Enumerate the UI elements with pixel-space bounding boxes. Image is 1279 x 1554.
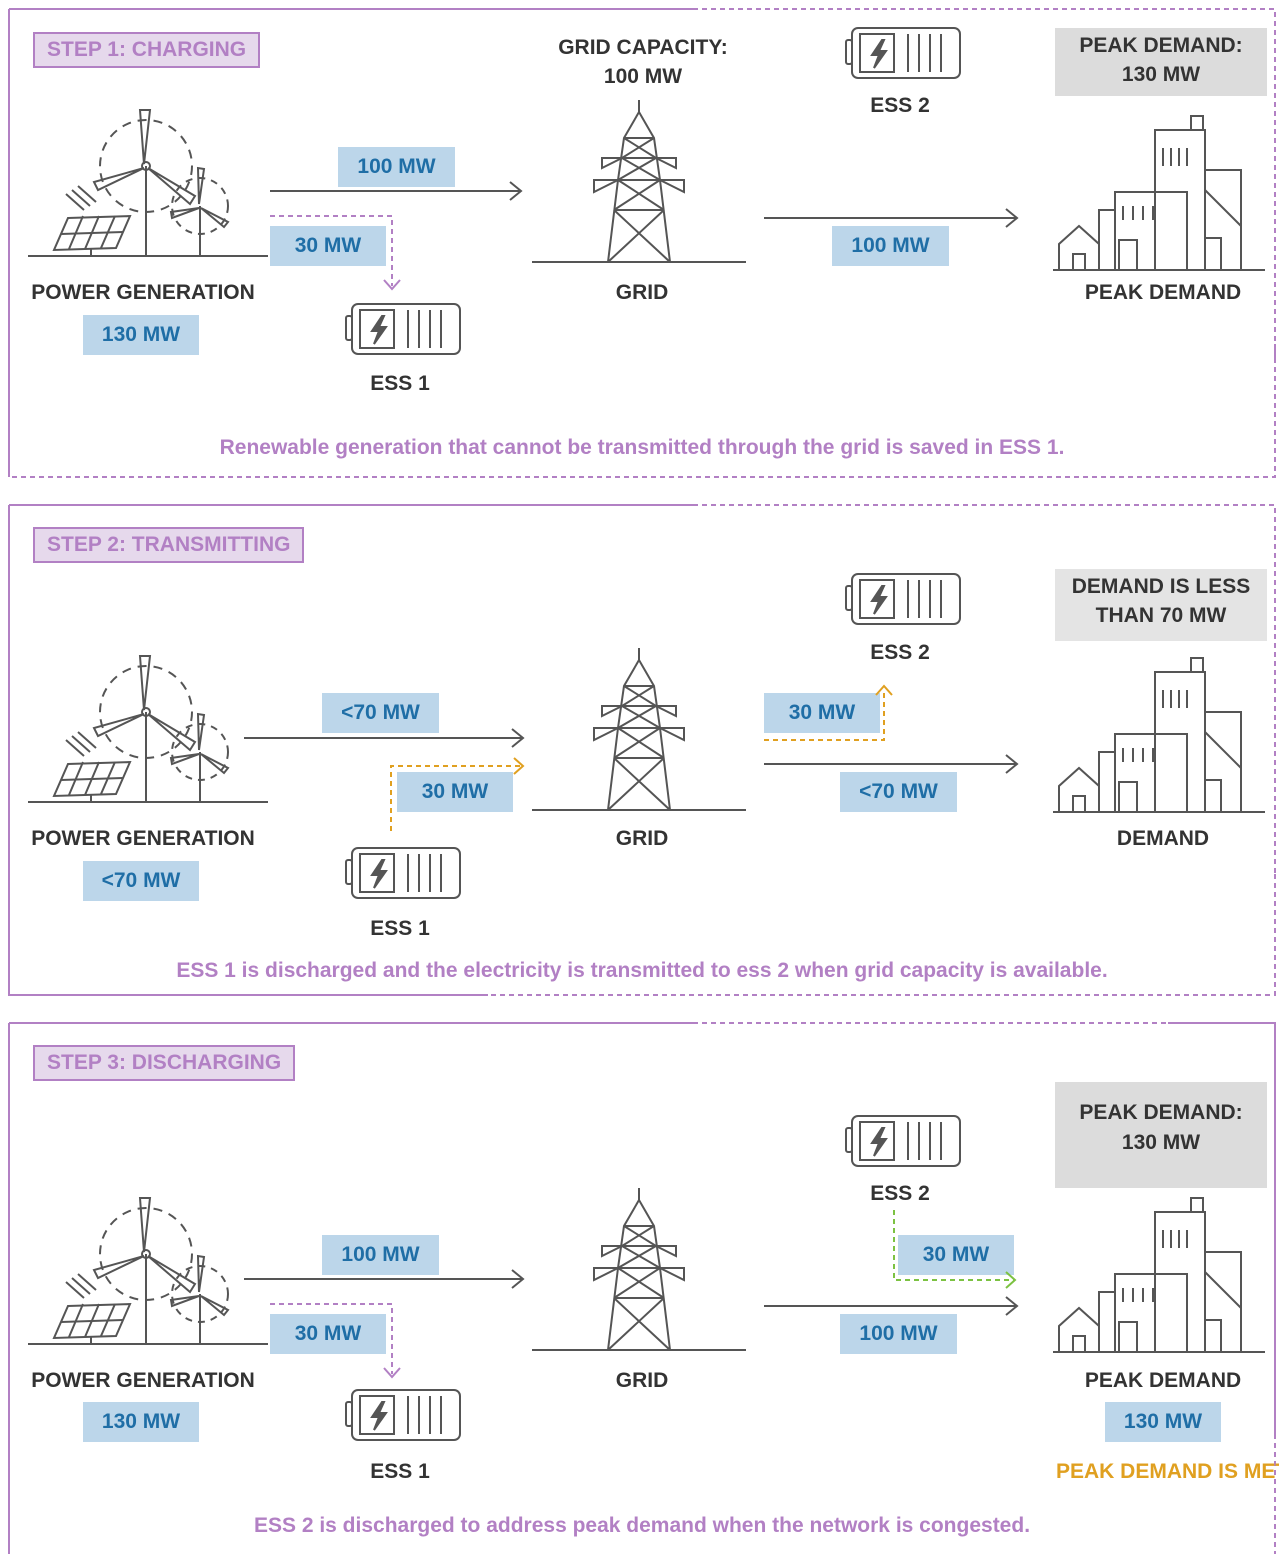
wind-solar-icon (28, 109, 268, 257)
peak-demand-met-label: PEAK DEMAND IS MET (1056, 1460, 1279, 1483)
wind-solar-icon (28, 1197, 268, 1345)
power-generation-label: POWER GENERATION (31, 281, 255, 304)
arrowhead-ess2 (875, 684, 893, 696)
ess2-label: ESS 2 (870, 94, 930, 117)
transmission-tower-icon (532, 648, 746, 811)
arrow-to-ess1 (270, 1303, 393, 1374)
grid-label: GRID (615, 827, 669, 850)
step-tag: STEP 3: DISCHARGING (33, 1045, 296, 1081)
flow-grid-to-demand: <70 MW (840, 772, 957, 812)
step3-diagram (28, 1115, 1265, 1441)
battery-icon (845, 27, 961, 79)
flow-gen-to-grid: 100 MW (338, 147, 455, 187)
flow-from-ess2: 30 MW (898, 1235, 1014, 1275)
flow-to-ess1: 30 MW (270, 226, 386, 266)
arrow-gen-to-grid (244, 1269, 525, 1289)
step-tag: STEP 2: TRANSMITTING (33, 527, 305, 563)
arrow-grid-to-demand (764, 754, 1019, 774)
arrowhead-demand (1005, 1271, 1017, 1289)
step-tag: STEP 1: CHARGING (33, 32, 261, 68)
flow-grid-to-demand: 100 MW (840, 1314, 957, 1354)
demand-label: PEAK DEMAND (1084, 281, 1242, 304)
peak-demand-box: PEAK DEMAND: 130 MW (1055, 28, 1267, 96)
arrow-from-ess1 (390, 765, 522, 831)
demand-label: PEAK DEMAND (1084, 1369, 1242, 1392)
power-generation-label: POWER GENERATION (31, 1369, 255, 1392)
demand-box: DEMAND IS LESS THAN 70 MW (1055, 569, 1267, 641)
demand-value: 130 MW (1105, 1402, 1221, 1442)
power-generation-label: POWER GENERATION (31, 827, 255, 850)
battery-icon (345, 847, 461, 899)
generation-value: <70 MW (83, 861, 199, 901)
arrow-to-ess1 (270, 215, 393, 286)
flow-from-ess1: 30 MW (397, 772, 513, 812)
arrow-from-ess2 (893, 1210, 1014, 1281)
peak-demand-box: PEAK DEMAND: 130 MW (1055, 1082, 1267, 1188)
ess1-label: ESS 1 (370, 917, 430, 940)
wind-solar-icon (28, 655, 268, 803)
flow-gen-to-grid: 100 MW (322, 1235, 439, 1275)
city-buildings-icon (1053, 657, 1265, 813)
arrow-grid-to-demand (764, 1296, 1019, 1316)
flow-gen-to-grid: <70 MW (322, 693, 439, 733)
flow-to-ess1: 30 MW (270, 1314, 386, 1354)
grid-label: GRID (615, 1369, 669, 1392)
arrow-gen-to-grid (270, 181, 523, 201)
battery-icon (845, 573, 961, 625)
arrow-gen-to-grid (244, 728, 525, 748)
arrowhead-ess1 (383, 279, 401, 291)
city-buildings-icon (1053, 1197, 1265, 1353)
city-buildings-icon (1053, 115, 1265, 271)
battery-icon (345, 1389, 461, 1441)
step1-panel: STEP 1: CHARGING GRID CAPACITY: 100 MW P… (8, 8, 1276, 478)
step2-panel: STEP 2: TRANSMITTING DEMAND IS LESS THAN… (8, 504, 1276, 996)
generation-value: 130 MW (83, 1402, 199, 1442)
flow-to-ess2: 30 MW (764, 693, 880, 733)
caption: ESS 2 is discharged to address peak dema… (253, 1514, 1031, 1537)
battery-icon (845, 1115, 961, 1167)
demand-label: DEMAND (1116, 827, 1210, 850)
generation-value: 130 MW (83, 315, 199, 355)
flow-grid-to-demand: 100 MW (832, 226, 949, 266)
ess2-label: ESS 2 (870, 641, 930, 664)
caption: ESS 1 is discharged and the electricity … (176, 959, 1108, 982)
ess2-label: ESS 2 (870, 1182, 930, 1205)
caption: Renewable generation that cannot be tran… (219, 436, 1065, 459)
step1-diagram (28, 27, 1265, 355)
transmission-tower-icon (532, 1188, 746, 1351)
arrow-to-ess2 (764, 690, 885, 741)
battery-icon (345, 303, 461, 355)
grid-label: GRID (615, 281, 669, 304)
step2-diagram (28, 573, 1265, 899)
step3-panel: STEP 3: DISCHARGING PEAK DEMAND: 130 MW … (8, 1022, 1279, 1554)
ess1-label: ESS 1 (370, 372, 430, 395)
arrow-grid-to-demand (764, 208, 1019, 228)
arrowhead-ess1 (383, 1367, 401, 1379)
transmission-tower-icon (532, 100, 746, 263)
arrowhead-grid (513, 757, 525, 775)
ess1-label: ESS 1 (370, 1460, 430, 1483)
grid-capacity-label: GRID CAPACITY: 100 MW (558, 36, 728, 88)
